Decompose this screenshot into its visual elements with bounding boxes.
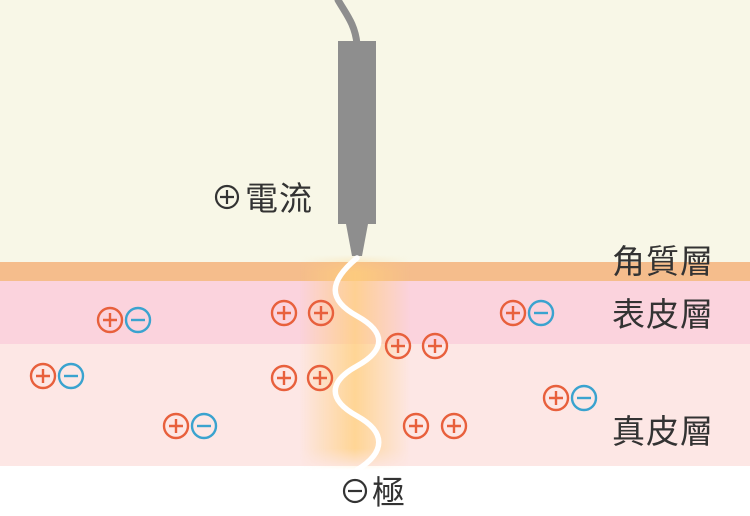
plus-icon [214, 184, 240, 210]
current-label: 電流 [214, 179, 313, 218]
positive-ion-cross [428, 339, 442, 353]
positive-ion-ring [402, 412, 430, 440]
positive-ion-cross [391, 339, 405, 353]
positive-ion-icon [306, 364, 334, 392]
negative-ion-icon [527, 299, 555, 327]
positive-ion-icon [270, 299, 298, 327]
positive-ion-icon [440, 412, 468, 440]
stratum-corneum-label: 角質層 [612, 242, 714, 281]
positive-ion-cross [103, 313, 117, 327]
positive-ion-ring [384, 332, 412, 360]
minus-icon [342, 478, 368, 504]
probe-tip [346, 224, 368, 256]
negative-ion-ring [124, 306, 152, 334]
positive-ion-cross [277, 306, 291, 320]
ion-pair-icon [29, 362, 85, 390]
positive-ion-ring [29, 362, 57, 390]
positive-ion-ring [421, 332, 449, 360]
current-glow [300, 255, 410, 470]
negative-ion-ring [527, 299, 555, 327]
positive-ion-cross [169, 419, 183, 433]
probe-cable [334, 0, 361, 48]
epidermis-label: 表皮層 [612, 295, 714, 334]
bottom-area [0, 466, 750, 516]
positive-ion-icon [307, 299, 335, 327]
positive-ion-cross [409, 419, 423, 433]
positive-ion-icon [29, 362, 57, 390]
pole-text: 極 [372, 473, 406, 512]
ion-pair-icon [499, 299, 555, 327]
positive-ion-cross [549, 391, 563, 405]
negative-ion-ring [570, 384, 598, 412]
positive-ion-icon [384, 332, 412, 360]
positive-ion-ring [270, 364, 298, 392]
positive-ion-ring [306, 364, 334, 392]
positive-ion-icon [499, 299, 527, 327]
positive-ion-cross [36, 369, 50, 383]
positive-ion-ring [270, 299, 298, 327]
ion-pair-icon [96, 306, 152, 334]
current-wave [332, 255, 382, 473]
probe-body [338, 41, 376, 224]
positive-ion-icon [402, 412, 430, 440]
positive-ion-cross [313, 371, 327, 385]
positive-ion-ring [307, 299, 335, 327]
positive-ion-cross [506, 306, 520, 320]
charges-group [29, 299, 598, 440]
current-text: 電流 [245, 179, 313, 218]
negative-pole-label: 極 [342, 473, 406, 512]
negative-ion-ring [190, 412, 218, 440]
positive-ion-icon [542, 384, 570, 412]
positive-ion-ring [499, 299, 527, 327]
positive-ion-cross [314, 306, 328, 320]
positive-ion-cross [447, 419, 461, 433]
dermis-label: 真皮層 [612, 412, 714, 451]
positive-ion-icon [270, 364, 298, 392]
positive-ion-ring [162, 412, 190, 440]
ion-pair-icon [542, 384, 598, 412]
negative-ion-icon [124, 306, 152, 334]
positive-ion-icon [162, 412, 190, 440]
negative-ion-ring [57, 362, 85, 390]
negative-ion-icon [190, 412, 218, 440]
positive-ion-ring [542, 384, 570, 412]
positive-ion-icon [421, 332, 449, 360]
positive-ion-ring [440, 412, 468, 440]
positive-ion-ring [96, 306, 124, 334]
negative-ion-icon [57, 362, 85, 390]
positive-ion-cross [277, 371, 291, 385]
positive-ion-icon [96, 306, 124, 334]
ion-pair-icon [162, 412, 218, 440]
negative-ion-icon [570, 384, 598, 412]
